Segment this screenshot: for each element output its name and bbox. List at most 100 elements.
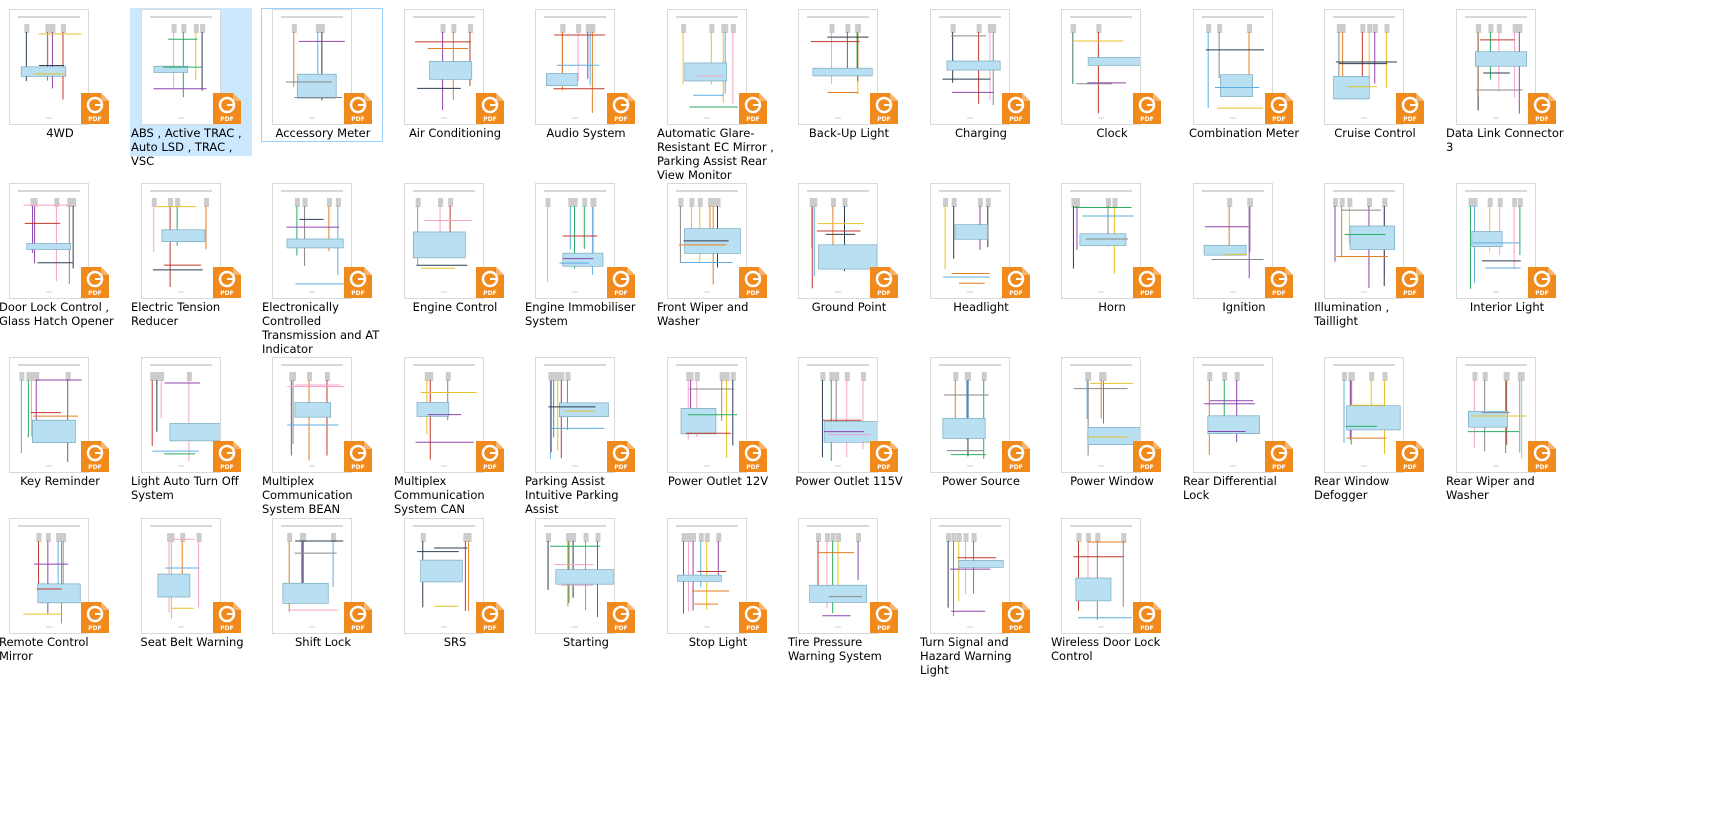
pdf-file-icon: PDF: [870, 441, 898, 472]
pdf-thumbnail: [1324, 183, 1404, 299]
wiring-diagram-preview: [150, 525, 212, 628]
svg-text:PDF: PDF: [1535, 290, 1548, 297]
file-name: Ground Point: [811, 300, 887, 314]
pdf-thumbnail: [930, 518, 1010, 634]
file-name-label: Turn Signal and Hazard Warning Light: [920, 635, 1042, 677]
wiring-diagram-preview: [807, 190, 877, 293]
svg-text:PDF: PDF: [351, 464, 364, 471]
wiring-diagram-preview: [1070, 525, 1132, 628]
file-name-label: Cruise Control: [1314, 126, 1436, 140]
file-item[interactable]: PDF Multiplex Communication System BEAN: [261, 356, 383, 516]
pdf-file-icon: PDF: [1002, 602, 1030, 633]
pdf-thumbnail: [404, 183, 484, 299]
file-item[interactable]: PDF Ground Point: [787, 182, 909, 314]
pdf-file-icon: PDF: [607, 602, 635, 633]
pdf-thumbnail: [667, 183, 747, 299]
pdf-thumbnail: [9, 357, 89, 473]
file-name: Multiplex Communication System CAN: [394, 474, 485, 516]
pdf-file-icon: PDF: [1528, 441, 1556, 472]
pdf-thumbnail: [9, 183, 89, 299]
pdf-thumbnail: [798, 9, 878, 125]
wiring-diagram-preview: [413, 16, 475, 119]
wiring-diagram-preview: [1202, 364, 1264, 467]
file-name: Audio System: [546, 126, 626, 140]
svg-text:PDF: PDF: [1140, 464, 1153, 471]
file-name-label: Ground Point: [788, 300, 910, 314]
file-name: Engine Immobiliser System: [525, 300, 636, 328]
pdf-thumbnail: [272, 518, 352, 634]
wiring-diagram-preview: [412, 190, 475, 293]
file-name: Parking Assist Intuitive Parking Assist: [525, 474, 619, 516]
file-name: SRS: [443, 635, 467, 649]
wiring-diagram-preview: [939, 16, 1001, 119]
file-name-label: Combination Meter: [1183, 126, 1305, 140]
svg-text:PDF: PDF: [88, 116, 101, 123]
file-name-label: Parking Assist Intuitive Parking Assist: [525, 474, 647, 516]
svg-text:PDF: PDF: [1140, 290, 1153, 297]
wiring-diagram-preview: [544, 190, 606, 293]
svg-text:PDF: PDF: [1535, 116, 1548, 123]
file-name: ABS , Active TRAC , Auto LSD , TRAC , VS…: [131, 126, 242, 168]
pdf-file-icon: PDF: [213, 602, 241, 633]
pdf-file-icon: PDF: [344, 602, 372, 633]
file-name: Multiplex Communication System BEAN: [262, 474, 353, 516]
svg-text:PDF: PDF: [220, 464, 233, 471]
wiring-diagram-preview: [281, 16, 345, 119]
wiring-diagram-preview: [281, 525, 344, 628]
pdf-file-icon: PDF: [739, 93, 767, 124]
file-name: Air Conditioning: [408, 126, 502, 140]
pdf-thumbnail: [798, 183, 878, 299]
pdf-thumbnail: [1061, 9, 1141, 125]
wiring-diagram-preview: [939, 190, 1001, 293]
svg-text:PDF: PDF: [877, 290, 890, 297]
wiring-diagram-preview: [1465, 364, 1527, 467]
file-name-label: Multiplex Communication System CAN: [394, 474, 516, 516]
pdf-thumbnail: [930, 357, 1010, 473]
pdf-thumbnail: [1061, 518, 1141, 634]
file-name-label: Accessory Meter: [262, 126, 384, 140]
